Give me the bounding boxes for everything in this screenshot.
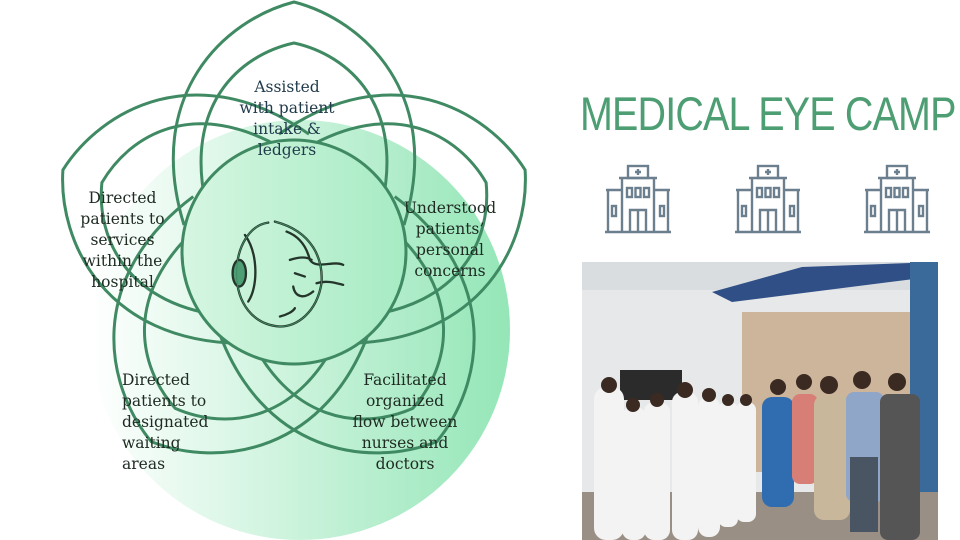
- hospital-icon: [604, 164, 672, 240]
- group-photo: [582, 262, 938, 540]
- petal-text-line: Assisted: [254, 78, 320, 96]
- petal-outline-top: [171, 0, 417, 226]
- petal-inner-outline-right: [304, 122, 489, 318]
- petal-text-line: Understood: [403, 199, 497, 217]
- petal-text-line: nurses and: [361, 434, 449, 452]
- petal-text-line: ledgers: [257, 141, 317, 159]
- petal-text-line: waiting: [122, 434, 181, 452]
- petal-text-line: areas: [122, 455, 166, 473]
- petal-text-top: Assisted with patient intake & ledgers: [232, 77, 342, 161]
- petal-text-line: Directed: [122, 371, 190, 389]
- petal-text-line: personal: [416, 241, 484, 259]
- petal-inner-outline-left: [99, 122, 284, 318]
- petal-text-line: intake &: [253, 120, 321, 138]
- petal-text-line: within the: [82, 252, 163, 270]
- petal-text-line: flow between: [352, 413, 458, 431]
- petal-text-line: with patient: [239, 99, 335, 117]
- slide-title: MEDICAL EYE CAMP: [580, 87, 956, 140]
- petal-outline-right: [278, 93, 527, 345]
- petal-text-left: Directed patients to services within the hos…: [65, 188, 180, 293]
- petal-text-line: services: [90, 231, 155, 249]
- petal-text-line: patients to: [80, 210, 165, 228]
- petal-inner-outline-top: [199, 41, 389, 206]
- petal-text-right: Understood patients’ personal concerns: [400, 198, 500, 282]
- petal-outline-bottom-left: [112, 195, 373, 455]
- petal-text-line: organized: [365, 392, 445, 410]
- petal-outline-left: [61, 93, 310, 345]
- petal-outline-bottom-right: [215, 195, 476, 455]
- petal-text-line: patients to: [122, 392, 207, 410]
- petal-inner-outline-bottom-right: [244, 224, 445, 421]
- petal-text-line: doctors: [375, 455, 435, 473]
- petal-text-line: patients’: [415, 220, 485, 238]
- petal-text-line: Directed: [88, 189, 157, 207]
- petal-inner-outline-bottom-left: [143, 224, 344, 421]
- petal-text-line: designated: [122, 413, 209, 431]
- hospital-icon: [863, 164, 931, 240]
- petal-text-bottom-left: Directed patients to designated waiting area…: [122, 370, 242, 475]
- petal-text-line: concerns: [414, 262, 486, 280]
- hospital-icon: [734, 164, 802, 240]
- petal-text-bottom-right: Facilitated organized flow between nurses a…: [340, 370, 470, 475]
- petal-diagram: [61, 0, 527, 540]
- petal-text-line: Facilitated: [363, 371, 447, 389]
- center-circle: [180, 138, 408, 366]
- petal-text-line: hospital: [91, 273, 154, 291]
